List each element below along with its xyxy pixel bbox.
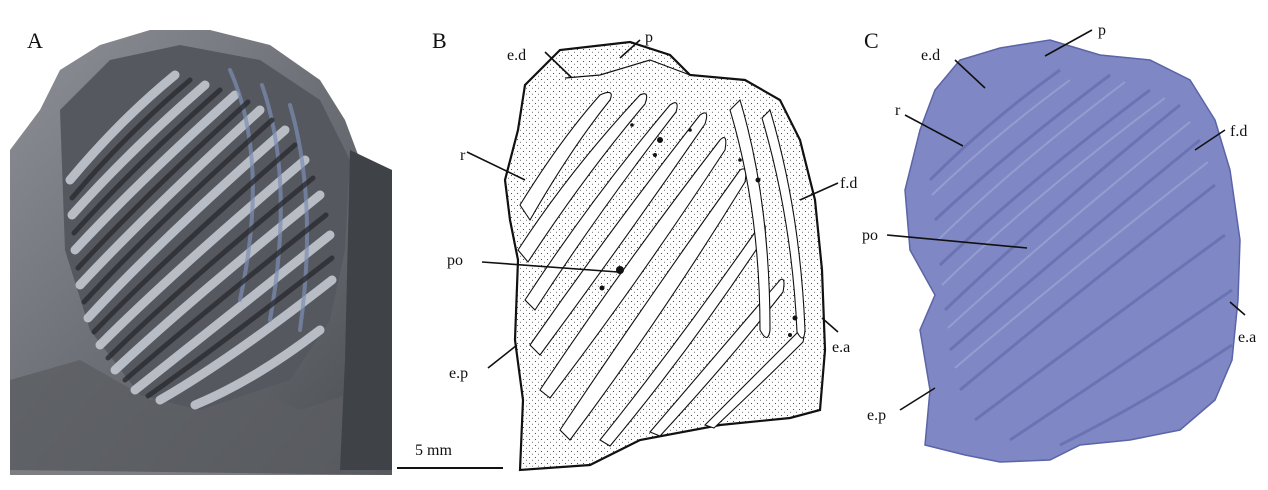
label-p-b: p	[645, 29, 653, 46]
model-surface	[904, 39, 1241, 463]
label-fd-c: f.d	[1230, 123, 1247, 140]
label-r-b: r	[460, 147, 466, 164]
label-ea-c: e.a	[1238, 329, 1256, 346]
panel-letter-c: C	[864, 28, 879, 53]
panel-b-drawing: e.d p r f.d po e.a e.p B	[397, 0, 857, 490]
scale-outline	[503, 40, 827, 472]
panel-letter-b: B	[432, 28, 447, 53]
label-p-c: p	[1098, 22, 1106, 39]
label-fd-b: f.d	[840, 175, 857, 192]
label-r-c: r	[895, 102, 901, 119]
scale-bar-label: 5 mm	[415, 442, 452, 459]
label-ea-b: e.a	[832, 339, 850, 356]
label-po-b: po	[447, 252, 463, 269]
panel-a-photograph: A	[0, 0, 395, 490]
panel-c-3d-model: p e.d r f.d po e.a e.p C	[850, 0, 1268, 490]
label-ed-b: e.d	[507, 47, 526, 64]
fossil-photo	[10, 25, 392, 475]
panel-letter-a: A	[27, 28, 43, 53]
label-ep-c: e.p	[867, 407, 886, 424]
label-po-c: po	[862, 227, 878, 244]
label-ed-c: e.d	[921, 47, 940, 64]
label-ep-b: e.p	[449, 365, 468, 382]
pores	[599, 123, 798, 337]
fossil-3d-model: p e.d r f.d po e.a e.p	[862, 22, 1256, 463]
fossil-drawing: e.d p r f.d po e.a e.p	[397, 29, 857, 472]
